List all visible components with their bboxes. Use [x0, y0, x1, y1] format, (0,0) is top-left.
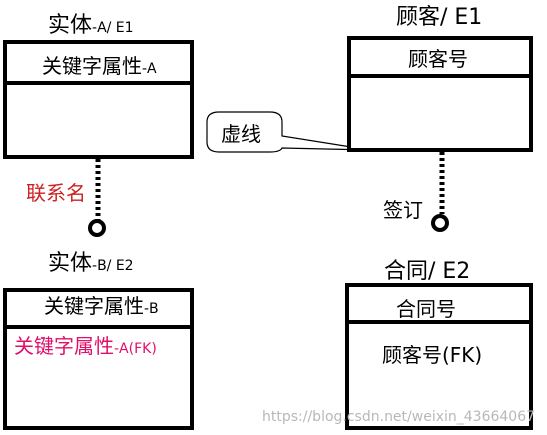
entity-a-key: 关键字属性-A [42, 54, 157, 78]
entity-b-title: 实体-B/ E2 [48, 251, 134, 276]
customer-box [347, 36, 533, 152]
customer-title: 顾客/ E1 [396, 5, 482, 30]
contract-box [345, 283, 533, 430]
left-relationship-endpoint [88, 219, 106, 237]
entity-b-key: 关键字属性-B [44, 294, 159, 318]
entity-b-box [3, 288, 194, 430]
callout-label: 虚线 [221, 122, 261, 146]
watermark: https://blog.csdn.net/weixin_43664067 [262, 409, 535, 425]
customer-key: 顾客号 [408, 47, 468, 71]
entity-b-foreign-key: 关键字属性-A(FK) [14, 334, 157, 358]
entity-a-title: 实体-A/ E1 [48, 13, 134, 38]
right-relationship-label: 签订 [383, 198, 423, 222]
contract-key: 合同号 [396, 297, 456, 321]
right-relationship-endpoint [431, 214, 449, 232]
left-relationship-label: 联系名 [26, 181, 86, 205]
contract-foreign-key: 顾客号(FK) [382, 343, 482, 367]
entity-a-box [3, 40, 194, 159]
contract-title: 合同/ E2 [384, 259, 470, 284]
